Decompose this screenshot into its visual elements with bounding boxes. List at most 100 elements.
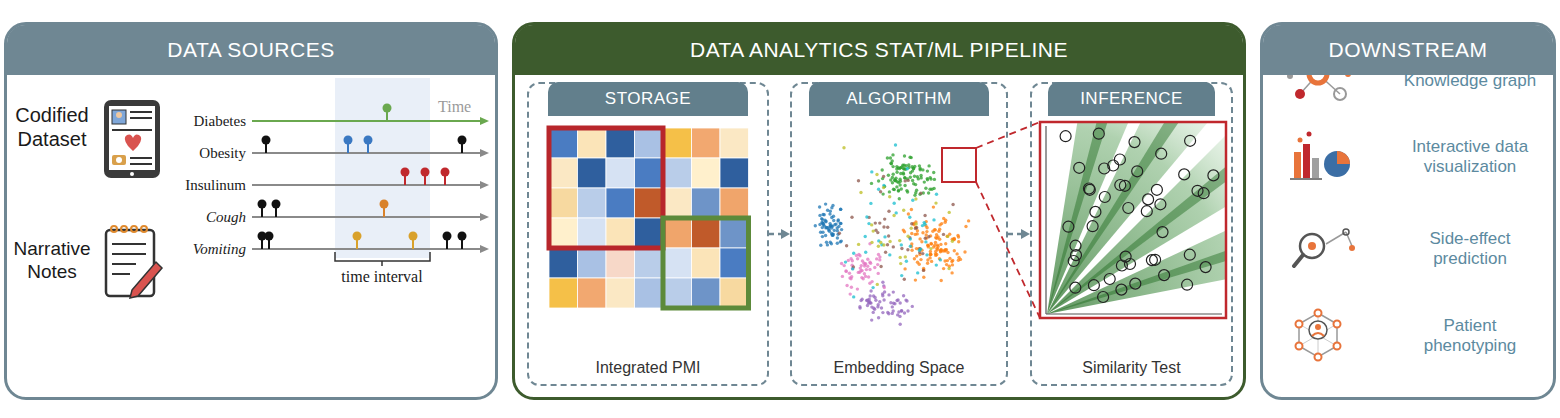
event-dot <box>344 136 353 145</box>
event-dot <box>258 200 267 209</box>
embedding-point <box>877 253 880 256</box>
embedding-point <box>829 224 832 227</box>
downstream-label: Patient phenotyping <box>1395 316 1545 357</box>
embedding-point <box>898 315 901 318</box>
similarity-cones <box>1047 122 1226 314</box>
flow-line <box>769 233 782 236</box>
icon-part <box>1294 152 1301 178</box>
matrix-cell <box>663 218 692 248</box>
embedding-point <box>926 258 929 261</box>
matrix-cell <box>720 218 749 248</box>
test-point <box>1060 131 1071 142</box>
embedding-point <box>900 247 903 250</box>
embedding-point <box>914 197 917 200</box>
variable-label: Vomiting <box>146 240 246 258</box>
embedding-point <box>899 256 902 259</box>
matrix-cell <box>663 128 692 158</box>
embedding-point <box>900 243 903 246</box>
embedding-point <box>907 179 910 182</box>
embedding-point <box>900 274 903 277</box>
test-point <box>1084 183 1095 194</box>
embedding-point <box>927 191 930 194</box>
embedding-point <box>821 226 824 229</box>
embedding-point <box>927 235 930 238</box>
embedding-point <box>876 263 879 266</box>
embedding-point <box>922 269 925 272</box>
embedding-point <box>891 165 894 168</box>
icon-part <box>130 262 162 298</box>
embedding-point <box>929 250 932 253</box>
embedding-point <box>875 257 878 260</box>
embedding-point <box>909 176 912 179</box>
embedding-point <box>832 219 835 222</box>
arrow-head <box>1021 229 1030 239</box>
embedding-point <box>843 264 846 267</box>
embedding-point <box>831 234 834 237</box>
embedding-point <box>942 267 945 270</box>
embedding-point <box>914 222 917 225</box>
icon-part <box>131 226 137 232</box>
icon-part <box>1296 321 1303 328</box>
embedding-point <box>915 254 918 257</box>
codified-block <box>549 128 663 248</box>
embedding-point <box>957 259 960 262</box>
plot-axis <box>1045 126 1046 314</box>
icon-part <box>1299 313 1337 357</box>
icon-part <box>1294 255 1303 266</box>
matrix-cell <box>635 218 664 248</box>
event-dot <box>401 168 410 177</box>
icon-part <box>1315 310 1322 317</box>
stage-box: STORAGEIntegrated PMI <box>527 82 769 386</box>
embedding-point <box>914 278 917 281</box>
embedding-point <box>926 169 929 172</box>
icon-part <box>1324 151 1350 177</box>
embedding-point <box>889 156 892 159</box>
embedding-point <box>867 275 870 278</box>
embedding-point <box>824 220 827 223</box>
icon-part <box>1334 88 1346 100</box>
embedding-point <box>883 286 886 289</box>
icon-part <box>112 129 152 131</box>
test-point <box>1093 128 1104 139</box>
embedding-point <box>887 210 890 213</box>
embedding-point <box>950 260 953 263</box>
embedding-point <box>924 237 927 240</box>
embedding-point <box>888 240 891 243</box>
flow-arrow <box>769 229 790 239</box>
embedding-point <box>875 173 878 176</box>
stage-box: ALGORITHMEmbedding Space <box>790 82 1008 386</box>
embedding-point <box>842 146 845 149</box>
embedding-point <box>894 143 897 146</box>
embedding-point <box>935 237 938 240</box>
embedding-point <box>906 248 909 251</box>
icon-part <box>1334 343 1341 350</box>
embedding-point <box>948 211 951 214</box>
embedding-point <box>830 242 833 245</box>
matrix-cell <box>692 248 721 278</box>
timeline-arrow <box>480 117 489 125</box>
matrix-cell <box>606 188 635 218</box>
event-dot <box>262 136 271 145</box>
embedding-point <box>908 216 911 219</box>
embedding-point <box>888 190 891 193</box>
embedding-point <box>850 286 853 289</box>
embedding-point <box>930 188 933 191</box>
embedding-point <box>887 234 890 237</box>
embedding-point <box>906 190 909 193</box>
embedding-point <box>947 267 950 270</box>
icon-part <box>1337 151 1350 164</box>
embedding-point <box>925 253 928 256</box>
embedding-point <box>926 262 929 265</box>
timeline-arrow <box>480 245 489 253</box>
embedding-point <box>824 219 827 222</box>
icon-part <box>111 226 117 232</box>
test-point <box>1132 166 1143 177</box>
embedding-point <box>881 168 884 171</box>
embedding-point <box>826 209 829 212</box>
timeline-arrow <box>480 149 489 157</box>
embedding-point <box>919 192 922 195</box>
embedding-point <box>882 186 885 189</box>
embedding-point <box>873 266 876 269</box>
embedding-point <box>877 188 880 191</box>
embedding-point <box>950 271 953 274</box>
